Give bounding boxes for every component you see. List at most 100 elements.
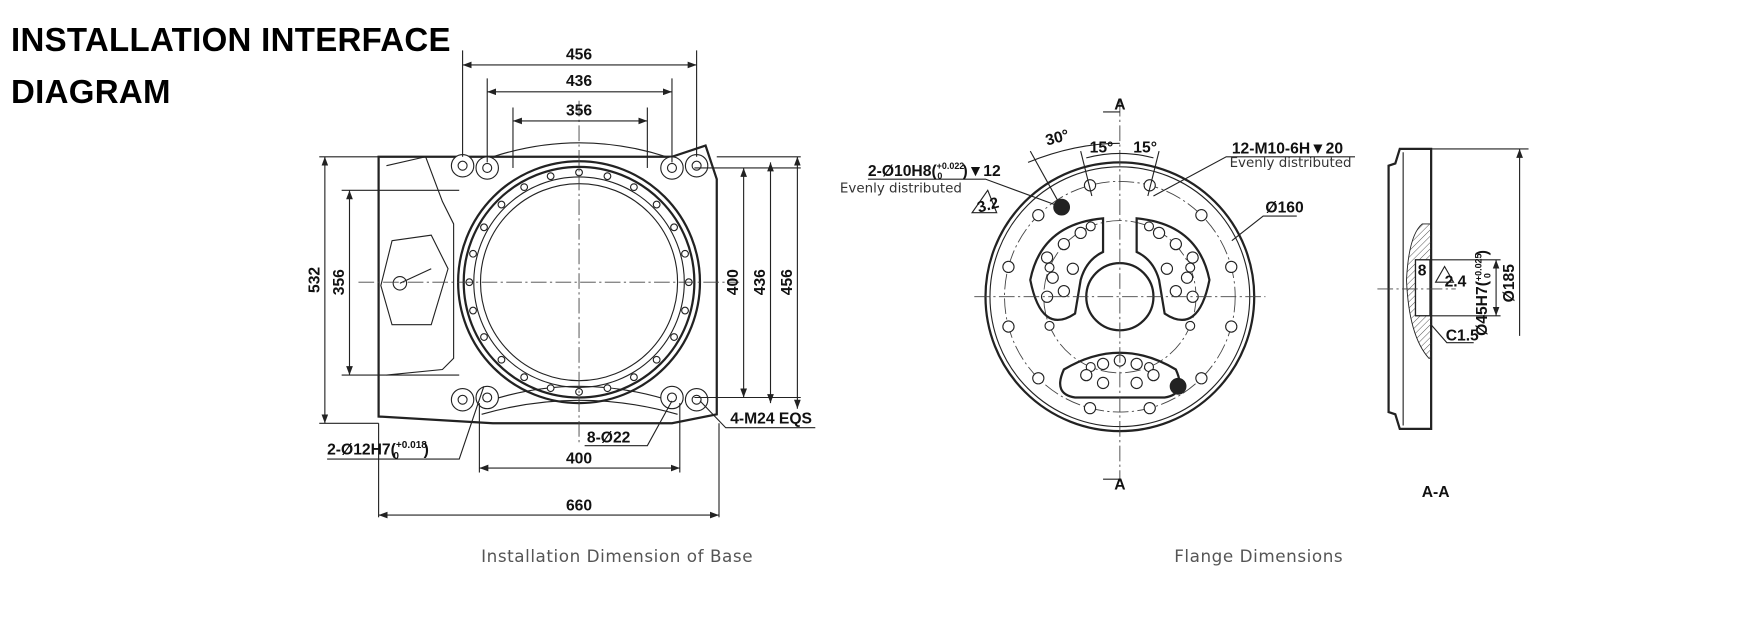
dim-532-left: 532 [306,267,323,293]
pattern-hole [1074,226,1087,240]
mount-hole-center [482,162,493,173]
pattern-hole [1046,271,1059,284]
ring-bolt [520,373,529,382]
ring-bolt [497,355,506,364]
ring-bolt [469,306,477,315]
ring-bolt [603,172,612,181]
angle-15-left: 15° [1090,139,1114,156]
title-line-1: INSTALLATION INTERFACE [11,21,451,58]
callout-4-m24-eqs: 4-M24 EQS [730,410,812,427]
mount-hole-center [457,394,468,405]
angle-30: 30° [1044,127,1071,150]
ring-bolt [670,223,678,232]
dim-d185: Ø185 [1501,264,1518,303]
mount-hole-center [691,394,702,405]
flange-caption: Flange Dimensions [1174,546,1343,566]
callout-8-d22: 8-Ø22 [587,429,631,446]
dim-456-right: 456 [779,269,796,295]
dim-356-top: 356 [566,102,592,119]
pattern-hole [1066,262,1079,275]
pattern-hole [1130,357,1143,371]
section-label: A-A [1422,484,1450,501]
pattern-hole [1147,368,1160,382]
ring-bolt [681,249,689,258]
section-mark-top: A [1114,97,1125,114]
dim-400-right: 400 [725,269,742,295]
ring-bolt [480,333,488,341]
ring-bolt [520,183,529,192]
dim-436-top: 436 [566,73,592,90]
m10-thread-hole [1083,401,1097,415]
ring-bolt [469,249,477,258]
title-line-2: DIAGRAM [11,73,171,110]
m10-thread-hole [1143,401,1156,415]
section-mark-bottom: A [1114,476,1125,493]
ring-bolt [497,200,506,209]
ring-bolt [652,200,661,209]
ring-bolt [546,384,555,393]
m10-thread-hole [1032,372,1045,385]
pattern-hole [1080,368,1093,382]
pin-note: Evenly distributed [840,182,962,197]
section-view: 8 2.4 C1.5 Ø45H7(+0.0250) Ø185 A-A [1377,147,1529,501]
inner-hole [1185,262,1196,273]
mount-hole-center [457,160,468,171]
pattern-hole [1180,271,1194,284]
chamfer-c1-5: C1.5 [1446,327,1479,344]
callout-d160: Ø160 [1265,200,1304,217]
m10-thread-hole [1083,179,1097,192]
pattern-hole [1096,376,1110,390]
m10-thread-hole [1195,372,1208,385]
ring-bolt [629,183,638,192]
pattern-hole [1057,237,1071,251]
m10-thread-hole [1143,179,1156,192]
pattern-hole [1096,357,1110,371]
inner-hole [1044,320,1055,331]
ring-bolt [603,384,612,393]
dim-d45h7: Ø45H7(+0.0250) [1474,250,1493,336]
ring-bolt [629,373,638,382]
ring-bolt [546,172,555,181]
pattern-hole [1169,284,1183,298]
dim-356-left: 356 [331,269,348,295]
mount-hole-center [691,160,702,171]
ring-bolt [670,333,678,341]
ring-bolt [480,223,488,232]
base-outline [377,142,718,425]
pattern-hole [1130,376,1143,390]
dim-456-top: 456 [566,46,592,63]
dowel-pin-hole [1169,377,1187,395]
base-caption: Installation Dimension of Base [481,546,753,566]
pattern-hole [1057,284,1071,298]
callout-12-m10: 12-M10-6H▼20 [1232,140,1344,157]
pattern-hole [1186,251,1199,264]
inner-hole [1085,221,1096,232]
thread-note: Evenly distributed [1230,156,1352,171]
pattern-hole [1040,251,1054,264]
pattern-hole [1160,262,1174,275]
angle-15-right: 15° [1133,139,1157,156]
m10-thread-hole [1225,320,1238,333]
pattern-hole [1152,226,1166,240]
m10-thread-hole [1032,209,1045,222]
mount-hole-center [666,162,678,173]
ring-bolt [681,306,689,315]
m10-thread-hole [1002,320,1015,333]
base-dimensions: 456 436 356 532 356 400 436 456 400 660 [306,46,801,519]
page-title: INSTALLATION INTERFACE DIAGRAM [11,14,451,118]
m10-thread-hole [1195,209,1208,222]
base-view: 456 436 356 532 356 400 436 456 400 660 [306,46,816,566]
m10-thread-hole [1225,260,1238,274]
mount-hole-center [666,392,678,403]
dim-660-bottom: 660 [566,498,592,515]
dim-400-bottom: 400 [566,451,592,468]
roughness-3-2: 3.2 [975,194,1001,216]
inner-hole [1044,262,1055,273]
inner-hole [1185,320,1196,331]
pattern-hole [1169,237,1183,251]
